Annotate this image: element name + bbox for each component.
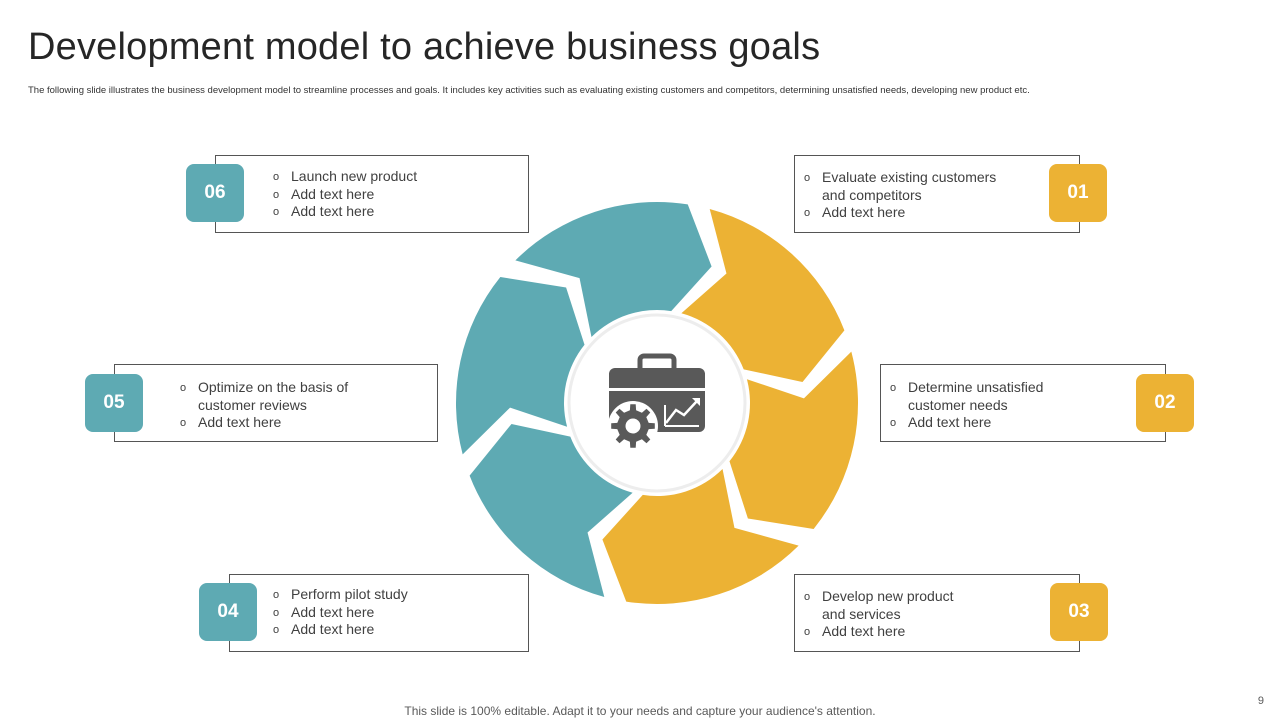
- cycle-segment-04: [469, 423, 633, 597]
- step-06-badge: 06: [186, 164, 244, 222]
- step-02-bullets: Determine unsatisfied customer needs Add…: [890, 379, 1043, 432]
- step-04-box: Perform pilot study Add text here Add te…: [229, 574, 529, 652]
- cycle-segment-01: [681, 209, 845, 383]
- step-04-badge: 04: [199, 583, 257, 641]
- cycle-segment-05: [456, 277, 585, 455]
- step-01-badge: 01: [1049, 164, 1107, 222]
- step-02-bullet-2: Add text here: [890, 414, 1043, 432]
- step-05-box: Optimize on the basis of customer review…: [114, 364, 438, 442]
- step-06-bullet-1: Launch new product: [273, 168, 417, 186]
- step-02-bullet-1-cont: customer needs: [908, 396, 1008, 413]
- step-05-bullet-2: Add text here: [180, 414, 348, 432]
- gear-icon: [611, 404, 655, 448]
- step-05-bullets: Optimize on the basis of customer review…: [180, 379, 348, 432]
- step-03-bullets: Develop new product and services Add tex…: [804, 588, 954, 641]
- step-02-bullet-1: Determine unsatisfied: [890, 379, 1043, 397]
- cycle-segment-02: [729, 351, 858, 529]
- page-subtitle: The following slide illustrates the busi…: [28, 85, 1030, 96]
- step-03-bullet-2: Add text here: [804, 623, 954, 641]
- step-03-bullet-1: Develop new product: [804, 588, 954, 606]
- footer-note: This slide is 100% editable. Adapt it to…: [404, 704, 876, 718]
- step-05-bullet-1-cont: customer reviews: [198, 396, 307, 413]
- step-02-box: Determine unsatisfied customer needs Add…: [880, 364, 1166, 442]
- step-01-bullets: Evaluate existing customers and competit…: [804, 169, 996, 222]
- step-06-bullet-3: Add text here: [273, 203, 417, 221]
- step-03-badge: 03: [1050, 583, 1108, 641]
- cycle-segments: [456, 202, 858, 604]
- step-01-bullet-1-cont: and competitors: [822, 186, 922, 203]
- step-04-bullet-1: Perform pilot study: [273, 586, 408, 604]
- step-02-badge: 02: [1136, 374, 1194, 432]
- briefcase-gear-chart-icon: [608, 353, 705, 451]
- step-06-bullets: Launch new product Add text here Add tex…: [273, 168, 417, 221]
- step-06-box: Launch new product Add text here Add tex…: [215, 155, 529, 233]
- step-03-box: Develop new product and services Add tex…: [794, 574, 1080, 652]
- step-05-bullet-1: Optimize on the basis of: [180, 379, 348, 397]
- step-06-bullet-2: Add text here: [273, 186, 417, 204]
- step-04-bullet-3: Add text here: [273, 621, 408, 639]
- cycle-segment-03: [602, 468, 799, 604]
- step-05-badge: 05: [85, 374, 143, 432]
- step-04-bullets: Perform pilot study Add text here Add te…: [273, 586, 408, 639]
- gear-hole: [625, 418, 641, 434]
- step-03-bullet-1-cont: and services: [822, 605, 901, 622]
- cycle-segment-06: [515, 202, 712, 338]
- step-01-bullet-2: Add text here: [804, 204, 996, 222]
- step-04-bullet-2: Add text here: [273, 604, 408, 622]
- page-number: 9: [1257, 695, 1264, 707]
- step-01-bullet-1: Evaluate existing customers: [804, 169, 996, 187]
- step-01-box: Evaluate existing customers and competit…: [794, 155, 1080, 233]
- page-title: Development model to achieve business go…: [28, 26, 821, 68]
